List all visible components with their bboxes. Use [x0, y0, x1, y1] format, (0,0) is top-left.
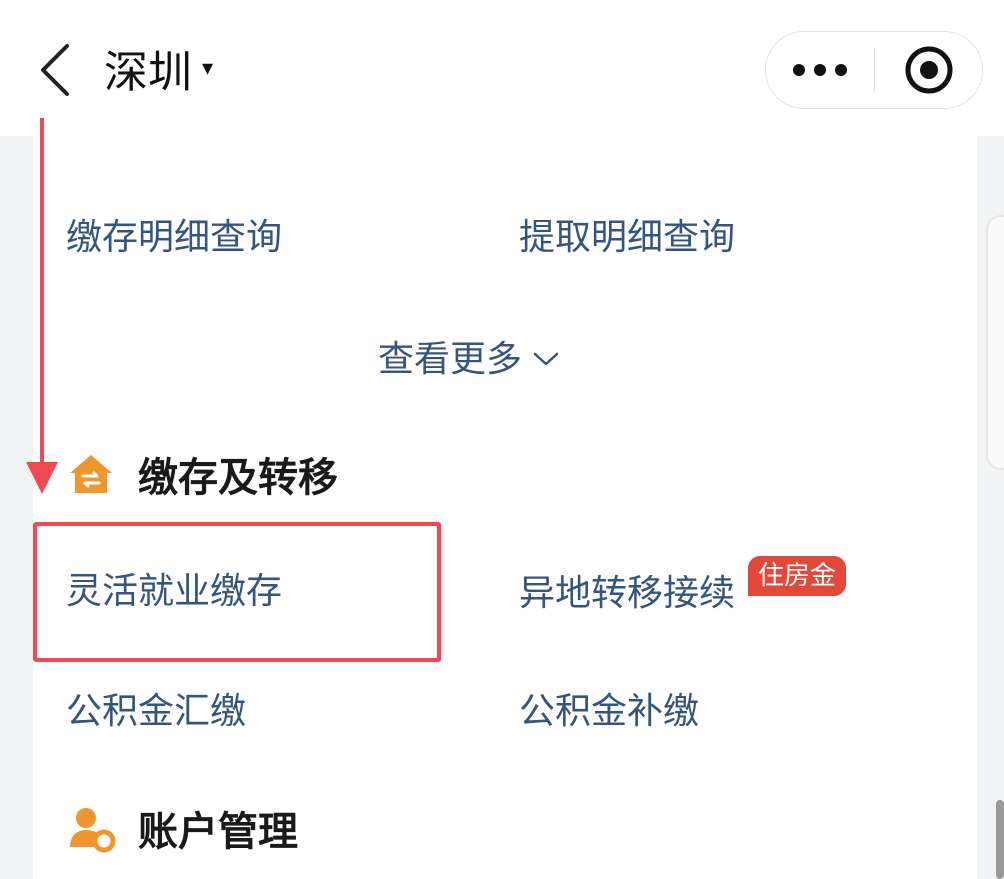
view-more-label: 查看更多 — [378, 339, 523, 380]
section-transfer-label: 缴存及转移 — [138, 455, 338, 501]
capsule-divider — [874, 49, 875, 91]
scrollbar[interactable] — [996, 800, 1004, 879]
section-transfer-title: 缴存及转移 — [66, 446, 338, 502]
user-settings-icon — [70, 808, 116, 853]
close-button[interactable] — [875, 32, 982, 108]
housing-fund-badge: 住房金 — [748, 556, 847, 596]
city-selector[interactable]: 深圳 ▾ — [104, 38, 213, 98]
deposit-detail-query-link[interactable]: 缴存明细查询 — [66, 217, 283, 258]
chevron-left-icon — [41, 44, 69, 96]
remote-transfer-link[interactable]: 异地转移接续 — [519, 573, 736, 614]
fund-remit-link[interactable]: 公积金汇缴 — [66, 691, 247, 732]
section-account-label: 账户管理 — [138, 809, 298, 855]
chevron-down-icon — [533, 352, 559, 366]
caret-down-icon: ▾ — [202, 55, 214, 81]
city-label: 深圳 — [104, 47, 192, 98]
mini-program-capsule — [765, 31, 983, 109]
top-bar: 深圳 ▾ — [0, 0, 1004, 136]
house-exchange-icon — [70, 455, 112, 493]
back-button[interactable] — [30, 40, 80, 100]
service-card — [33, 136, 977, 879]
side-drawer-handle[interactable] — [986, 215, 1004, 470]
more-button[interactable] — [766, 32, 874, 108]
annotation-highlight-box — [33, 522, 441, 662]
flexible-employment-deposit-link[interactable]: 灵活就业缴存 — [66, 571, 283, 612]
withdraw-detail-query-link[interactable]: 提取明细查询 — [519, 217, 736, 258]
view-more-button[interactable]: 查看更多 — [378, 332, 560, 380]
fund-supplement-link[interactable]: 公积金补缴 — [519, 691, 700, 732]
more-dots-icon — [793, 64, 847, 76]
target-close-icon — [905, 46, 952, 94]
section-account-title: 账户管理 — [66, 800, 298, 856]
